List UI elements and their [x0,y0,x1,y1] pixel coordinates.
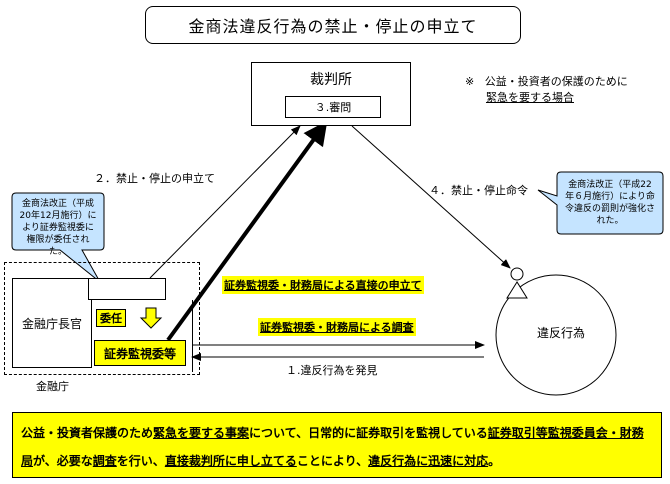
summary-part3: について、日常的に証券取引を監視している [249,426,488,440]
summary-part1: 公益・投資者保護のため [21,426,154,440]
sesc-box: 証券監視委等 [94,340,186,366]
summary-part5: が、必要な [33,454,93,468]
direct-petition-arrow [166,120,328,342]
left-callout-text: 金商法改正（平成20年12月施行）により証券監視委に権限が委任された。 [19,199,97,257]
fsa-blank-box [88,278,166,300]
court-name: 裁判所 [310,72,352,88]
right-callout-text: 金商法改正（平成22年６月施行）により命令違反の罰則が強化された。 [564,180,655,226]
note-mark: ※ [465,75,475,88]
summary-part10: 違反行為に迅速に対応 [368,454,489,468]
note-line1: 公益・投資者の保護のために [484,75,628,88]
summary-part11: 。 [488,454,501,468]
summary-part9: ことにより、 [296,454,369,468]
sesc-area [88,300,193,372]
discovery-label: １.違反行為を発見 [286,364,378,377]
order-arrow [351,125,511,269]
page-title: 金商法違反行為の禁止・停止の申立て [145,6,521,44]
order-label: ４．禁止・停止命令 [429,184,528,197]
violation-label: 違反行為 [537,326,586,340]
summary-box: 公益・投資者保護のため緊急を要する事案について、日常的に証券取引を監視している証… [12,412,662,478]
summary-part4: 証券取引等監視委員会・財務局 [21,426,644,468]
left-callout-shape [11,192,105,283]
fsa-frame [4,262,200,375]
right-callout-shape [537,171,664,235]
delegation-badge: 委任 [96,309,126,327]
petition-arrow [149,125,301,279]
fsa-label: 金融庁 [36,380,69,393]
fsa-commissioner-box: 金融庁長官 [12,278,92,368]
direct-petition-label: 証券監視委・財務局による直接の申立て [222,276,424,294]
hearing-box: ３.審問 [285,96,381,118]
delegation-down-arrow-icon [139,307,163,329]
person-icon [506,267,528,299]
court-box: 裁判所 [251,62,411,126]
summary-part2: 緊急を要する事案 [153,426,250,440]
note: ※ 公益・投資者の保護のために 緊急を要する場合 [465,74,628,106]
summary-part6: 調査 [92,454,117,468]
violation-circle [495,274,617,396]
summary-part8: 直接裁判所に申し立てる [164,454,297,468]
petition-label: ２．禁止・停止の申立て [94,172,215,185]
note-line2: 緊急を要する場合 [485,91,574,104]
summary-part7: を行い、 [116,454,165,468]
investigation-label: 証券監視委・財務局による調査 [258,318,416,336]
